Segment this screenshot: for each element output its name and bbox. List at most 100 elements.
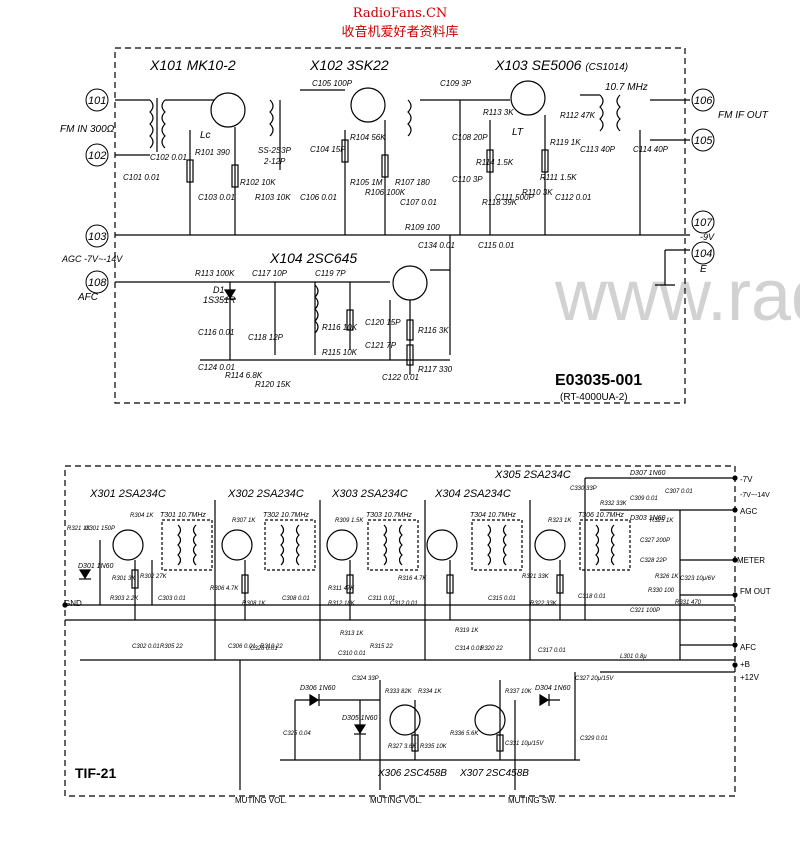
d307-label: D307 1N60 [630, 470, 666, 477]
site-subtitle: 收音机爱好者资料库 [341, 25, 459, 40]
r310-label: R310 22 [260, 644, 283, 650]
terminal-108-label: AFC [77, 292, 99, 303]
x302-transistor [221, 529, 253, 561]
r110-label: R110 3K [522, 188, 553, 197]
d306-label: D306 1N60 [300, 685, 336, 692]
x306-label: X306 2SC458B [377, 768, 447, 779]
c318-label: C318 0.01 [578, 594, 606, 600]
c309-label: C309 0.01 [630, 496, 658, 502]
r119-label: R119 1K [550, 138, 581, 147]
r335-label: R335 10K [420, 744, 448, 750]
c327b-label: C327 20μ/15V [575, 676, 614, 682]
x304-label: X304 2SA234C [434, 488, 511, 500]
c327a-label: C327 200P [640, 538, 670, 544]
r313-label: R313 1K [340, 631, 364, 637]
c331-label: C331 10μ/15V [505, 741, 544, 747]
r303-label: R303 2.2K [110, 596, 139, 602]
r106-label: R106 100K [365, 188, 406, 197]
upper-model: (RT-4000UA-2) [560, 392, 628, 403]
c302-label: C302 0.01 [132, 644, 160, 650]
r312-label: R312 18K [328, 601, 356, 607]
d301-label: D301 1N60 [78, 563, 114, 570]
term-plus12v: +12V [740, 673, 760, 682]
term-agc: AGC [740, 507, 758, 516]
r326-label: R326 1K [655, 574, 679, 580]
r322-label: R322 33K [530, 601, 558, 607]
c104-label: C104 15P [310, 145, 346, 154]
x303-transistor [326, 529, 358, 561]
muting-vol-2: MUTING VOL. [370, 796, 422, 805]
r320-label: R320 22 [480, 646, 503, 652]
r118-label: R118 39K [482, 198, 518, 207]
terminal-106: 106 [694, 95, 713, 107]
terminal-106-label: FM IF OUT [718, 110, 769, 121]
c118-label: C118 12P [248, 333, 284, 342]
r323-label: R323 1K [548, 518, 572, 524]
r308-label: R308 1K [242, 601, 266, 607]
r112-label: R112 47K [560, 111, 596, 120]
r334-label: R334 1K [418, 689, 442, 695]
l301-label: L301 0.8μ [620, 654, 647, 660]
c111-label: C111 500P [495, 193, 535, 202]
x301-transistor [112, 529, 144, 561]
terminal-104-label: E [700, 264, 707, 275]
x307-transistor [474, 704, 506, 736]
c326-label: C326 0.01 [250, 646, 278, 652]
c323-label: C323 10μ/6V [680, 576, 716, 582]
site-title: RadioFans.CN [352, 6, 448, 21]
term-fm-out: FM OUT [740, 587, 771, 596]
c325-label: C325 0.04 [283, 731, 311, 737]
terminal-102: 102 [88, 150, 106, 162]
r325-label: R325 1K [650, 518, 674, 524]
c324-label: C324 33P [352, 676, 379, 682]
freq-label: 10.7 MHz [605, 82, 648, 93]
terminal-101: 101 [88, 95, 106, 107]
terminal-108: 108 [88, 277, 107, 289]
muting-sw: MUTING SW. [508, 796, 556, 805]
r302-label: R302 27K [140, 574, 168, 580]
terminal-105: 105 [694, 135, 713, 147]
x305-transistor [534, 529, 566, 561]
x102-label: X102 3SK22 [309, 57, 389, 73]
c306-label: C306 0.01 [228, 644, 256, 650]
watermark: www.rad [554, 256, 800, 336]
t301-label: T301 10.7MHz [160, 512, 206, 519]
term-gnd: GND [64, 599, 82, 608]
c314-label: C314 0.01 [455, 646, 483, 652]
r117-label: R117 330 [418, 365, 453, 374]
t304-label: T304 10.7MHz [470, 512, 516, 519]
lc-label: Lc [200, 130, 211, 141]
x302-label: X302 2SA234C [227, 488, 304, 500]
term-meter: METER [737, 556, 765, 565]
r327-label: R327 3.6K [388, 744, 417, 750]
r305-label: R305 22 [160, 644, 183, 650]
c121-label: C121 7P [365, 341, 397, 350]
c106-label: C106 0.01 [300, 193, 337, 202]
x303-label: X303 2SA234C [331, 488, 408, 500]
c124-label: C124 0.01 [198, 363, 235, 372]
term-neg7v: -7V [740, 475, 753, 484]
terminal-103: 103 [88, 231, 107, 243]
x101-transistor [210, 92, 246, 128]
varicap-label: SS-2S3P [258, 146, 292, 155]
term-afc: AFC [740, 643, 756, 652]
terminal-104: 104 [694, 248, 712, 260]
terminal-101-label: FM IN 300Ω [60, 124, 115, 135]
x301-label: X301 2SA234C [89, 488, 166, 500]
lower-code: TIF-21 [75, 765, 116, 781]
r306-label: R306 4.7K [210, 586, 239, 592]
d1-label: D1 [213, 285, 225, 295]
c312-label: C312 0.01 [390, 601, 418, 607]
x304-transistor [426, 529, 458, 561]
c301-label: C301 150P [85, 526, 115, 532]
muting-vol-1: MUTING VOL. [235, 796, 287, 805]
d303-label: D303 1N60 [630, 515, 666, 522]
r337-label: R337 10K [505, 689, 533, 695]
trimmer-label: 2-12P [263, 157, 286, 166]
d1-part-label: 1S351R [203, 295, 236, 305]
r331-label: R331 470 [675, 600, 702, 606]
r315-label: R315 22 [370, 644, 393, 650]
c115-label: C115 0.01 [478, 241, 514, 250]
c321-label: C321 100P [630, 608, 660, 614]
